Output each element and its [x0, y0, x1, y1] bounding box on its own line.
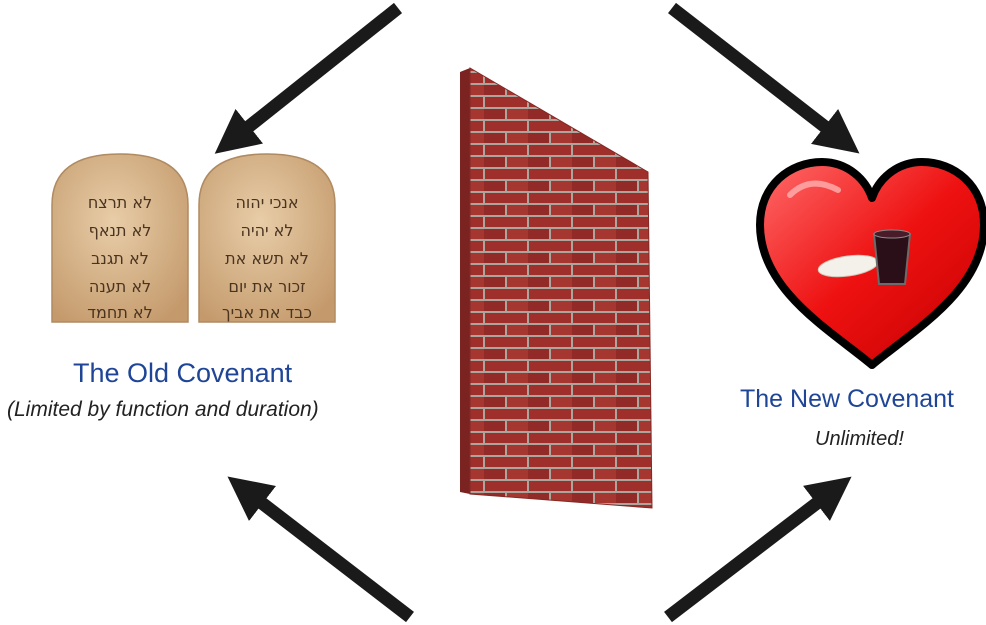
cup-icon — [872, 233, 912, 285]
brick-wall-icon — [460, 67, 653, 509]
tablet-right-line: לא יהיה — [241, 221, 294, 240]
new-covenant-subtitle: Unlimited! — [815, 428, 904, 450]
arrow-bottom-to-old — [227, 476, 414, 623]
tablet-right-line: לא תשא את — [225, 249, 309, 268]
old-covenant-title: The Old Covenant — [73, 358, 293, 388]
tablet-left-text: לא תרצח לא תנאף לא תגנב לא תענה לא תחמד — [87, 193, 152, 322]
tablet-right — [198, 153, 336, 323]
heart-communion-icon — [756, 158, 986, 369]
stone-tablets-icon: לא תרצח לא תנאף לא תגנב לא תענה לא תחמד … — [51, 153, 336, 323]
tablet-left-line: לא תגנב — [91, 249, 149, 268]
arrow-bottom-to-new — [664, 476, 852, 623]
tablet-right-line: כבד את אביך — [222, 303, 312, 322]
tablet-left — [51, 153, 189, 323]
tablet-right-line: אנכי יהוה — [235, 193, 298, 212]
tablet-left-line: לא תנאף — [89, 221, 152, 240]
tablet-left-line: לא תענה — [89, 277, 151, 296]
old-covenant-subtitle: (Limited by function and duration) — [7, 398, 319, 421]
arrow-top-to-old — [214, 2, 403, 154]
new-covenant-title: The New Covenant — [740, 385, 955, 413]
tablet-left-line: לא תחמד — [87, 303, 152, 322]
arrow-top-to-new — [668, 2, 860, 154]
tablet-left-line: לא תרצח — [88, 193, 152, 212]
tablet-right-text: אנכי יהוה לא יהיה לא תשא את זכור את יום … — [222, 193, 312, 322]
tablet-right-line: זכור את יום — [228, 277, 305, 296]
